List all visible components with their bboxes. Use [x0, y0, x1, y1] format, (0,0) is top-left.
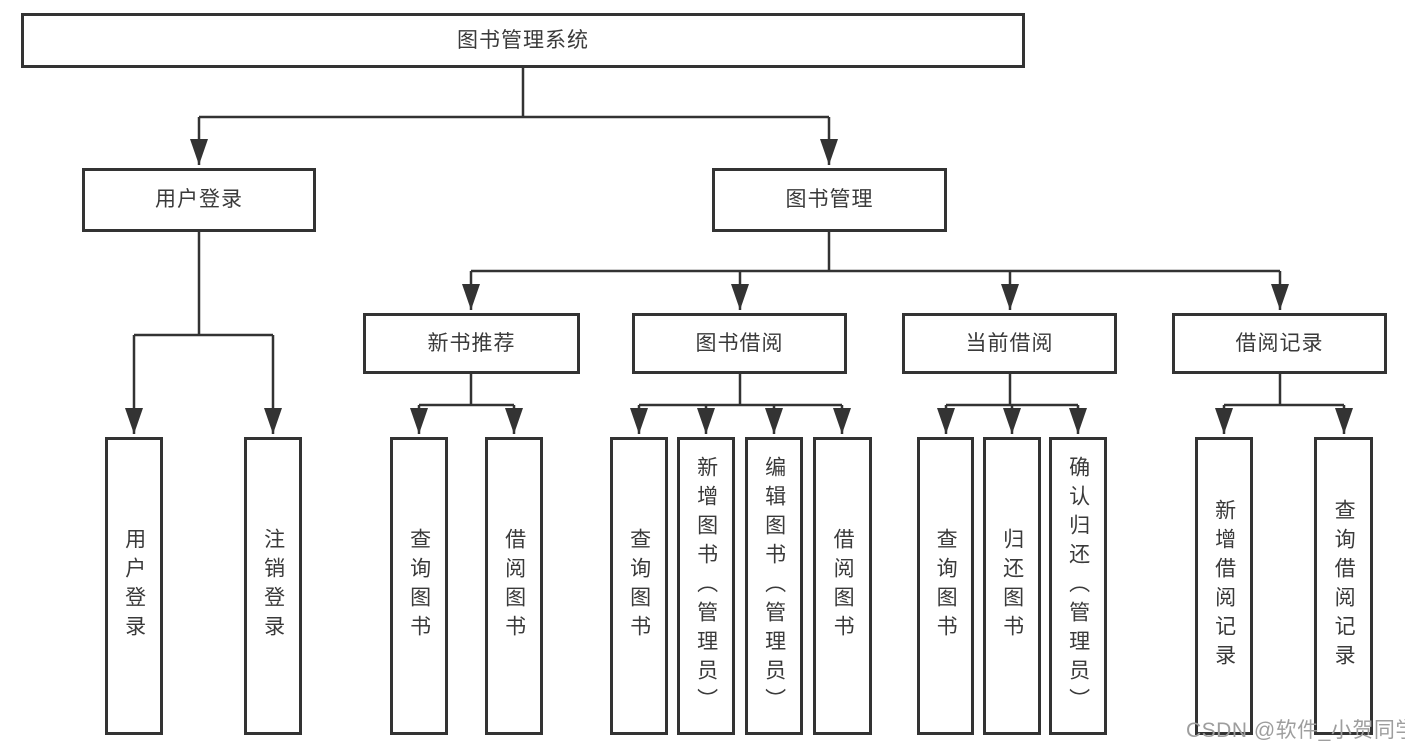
node-root-system: 图书管理系统	[21, 13, 1025, 68]
csdn-watermark: CSDN @软件_小贺同学	[1186, 719, 1405, 742]
leaf-logout: 注销登录	[244, 437, 302, 735]
leaf-records-query-borrow-record: 查询借阅记录	[1314, 437, 1373, 735]
leaf-newbooks-query-books: 查询图书	[390, 437, 448, 735]
leaf-user-login: 用户登录	[105, 437, 163, 735]
leaf-borrowing-query-books: 查询图书	[610, 437, 668, 735]
leaf-current-confirm-return-admin: 确认归还（管理员）	[1049, 437, 1107, 735]
leaf-borrowing-borrow-books: 借阅图书	[813, 437, 872, 735]
node-new-book-recommendation: 新书推荐	[363, 313, 580, 374]
leaf-newbooks-borrow-books: 借阅图书	[485, 437, 543, 735]
node-book-borrowing: 图书借阅	[632, 313, 847, 374]
node-borrowing-records: 借阅记录	[1172, 313, 1387, 374]
leaf-current-query-books: 查询图书	[917, 437, 974, 735]
leaf-borrowing-edit-books-admin: 编辑图书（管理员）	[745, 437, 803, 735]
leaf-records-add-borrow-record: 新增借阅记录	[1195, 437, 1253, 735]
node-current-borrowing: 当前借阅	[902, 313, 1117, 374]
node-book-management: 图书管理	[712, 168, 947, 232]
leaf-current-return-books: 归还图书	[983, 437, 1041, 735]
node-user-login: 用户登录	[82, 168, 316, 232]
leaf-borrowing-add-books-admin: 新增图书（管理员）	[677, 437, 735, 735]
